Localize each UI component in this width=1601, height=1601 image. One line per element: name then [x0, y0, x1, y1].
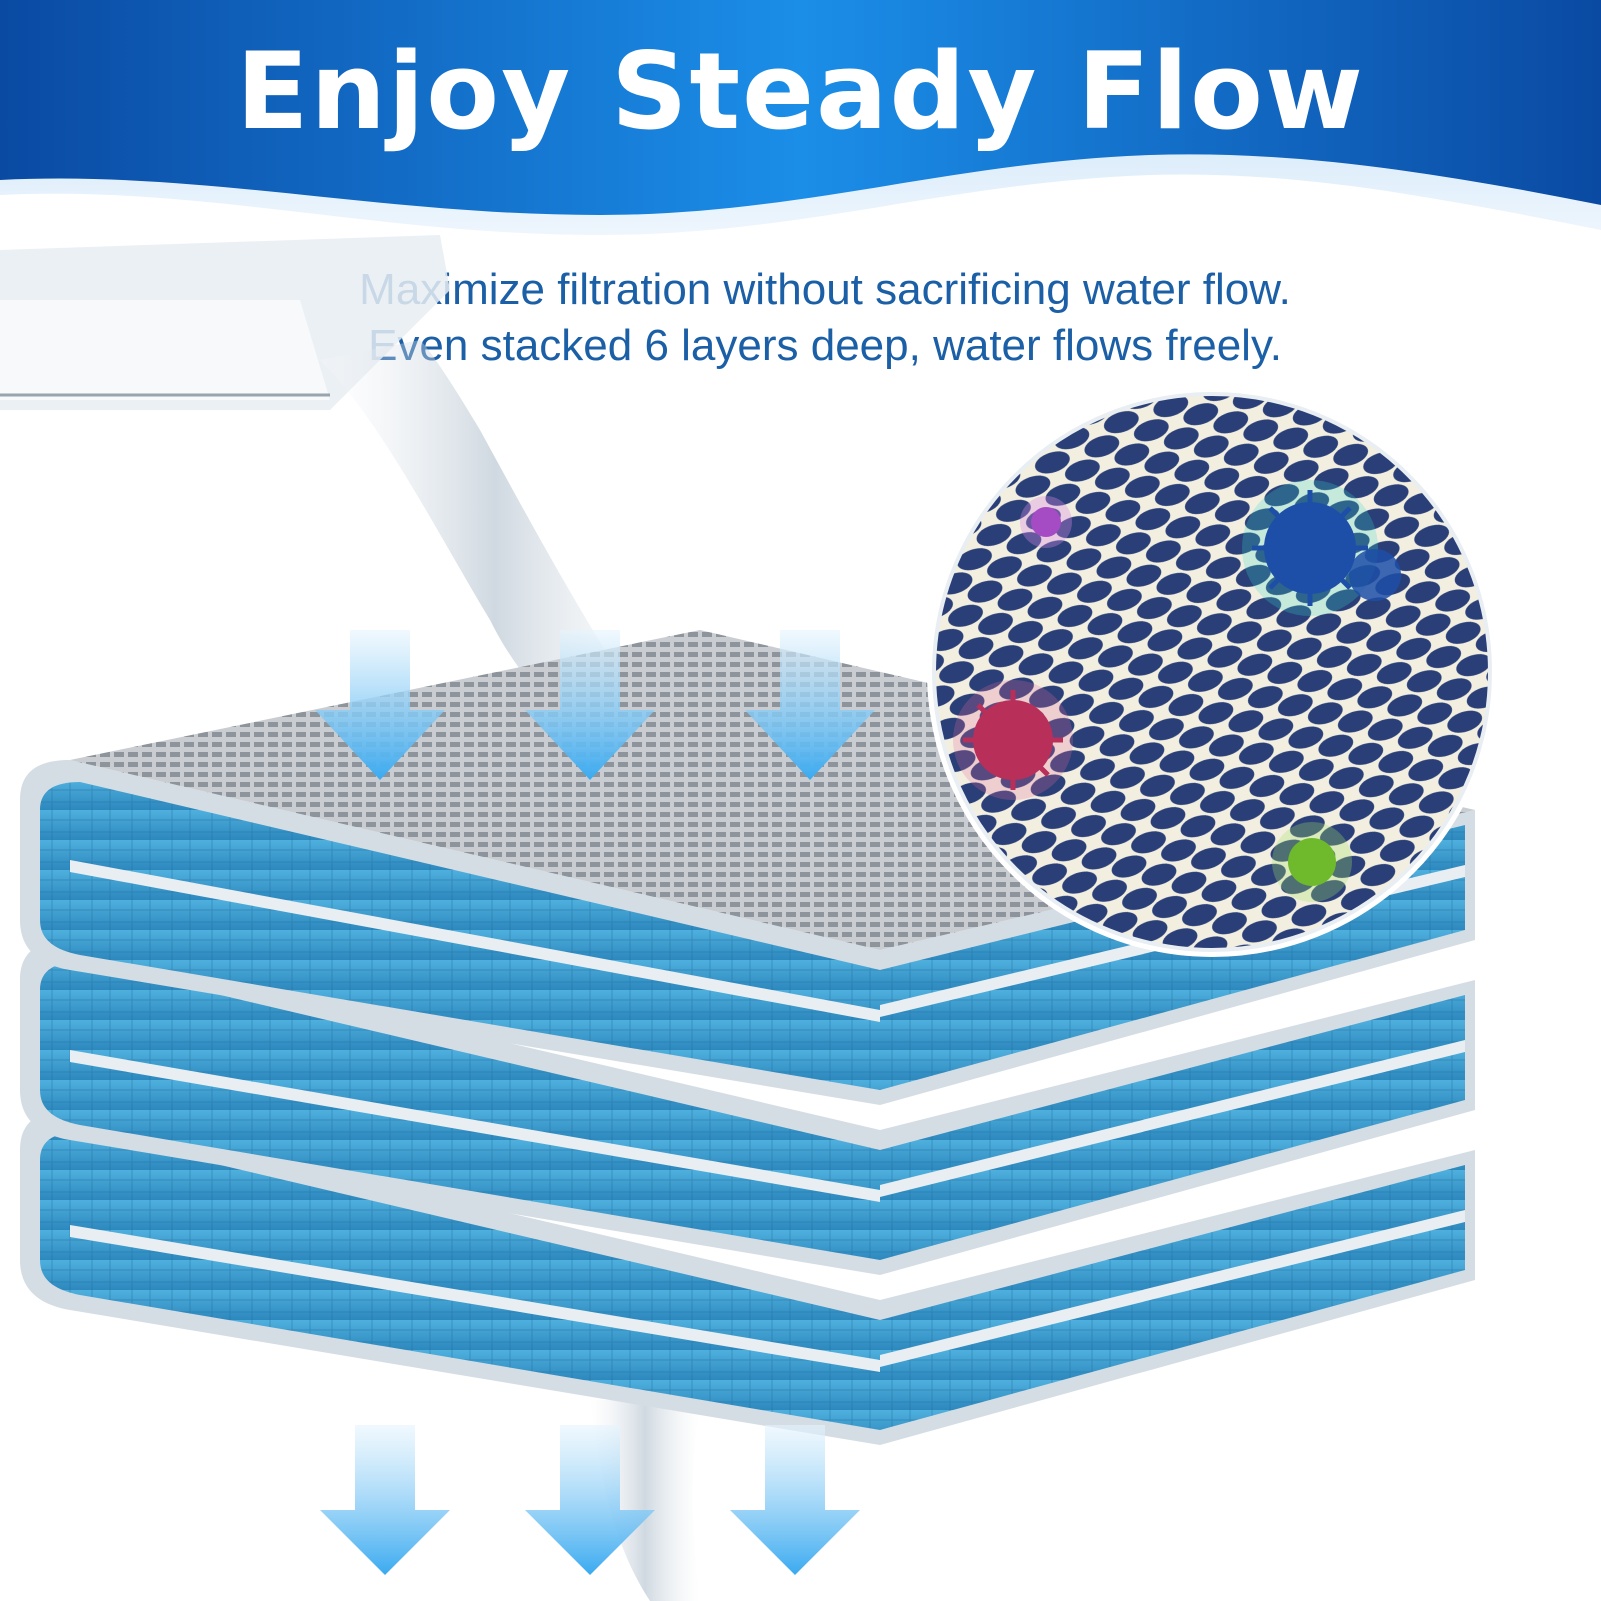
down-arrow-icon: [745, 630, 875, 780]
down-arrow-icon: [320, 1425, 450, 1575]
filter-layer-2: [20, 940, 1475, 1275]
down-arrow-icon: [315, 630, 445, 780]
headline: Enjoy Steady Flow: [236, 30, 1365, 153]
bacteria-icon: [1242, 480, 1401, 616]
bacteria-icon: [1272, 822, 1352, 902]
bacteria-icon: [1020, 496, 1072, 548]
header-wave-banner: [0, 0, 1601, 235]
down-arrow-icon: [525, 1425, 655, 1575]
magnifier-circle-icon: [927, 387, 1497, 957]
bacteria-icon: [953, 680, 1073, 800]
description-line-2: Even stacked 6 layers deep, water flows …: [368, 321, 1282, 370]
description-line-1: Maximize filtration without sacrificing …: [359, 265, 1291, 314]
down-arrow-icon: [525, 630, 655, 780]
down-arrow-icon: [730, 1425, 860, 1575]
description: Maximize filtration without sacrificing …: [250, 262, 1400, 374]
filter-layer-3: [20, 1110, 1475, 1445]
